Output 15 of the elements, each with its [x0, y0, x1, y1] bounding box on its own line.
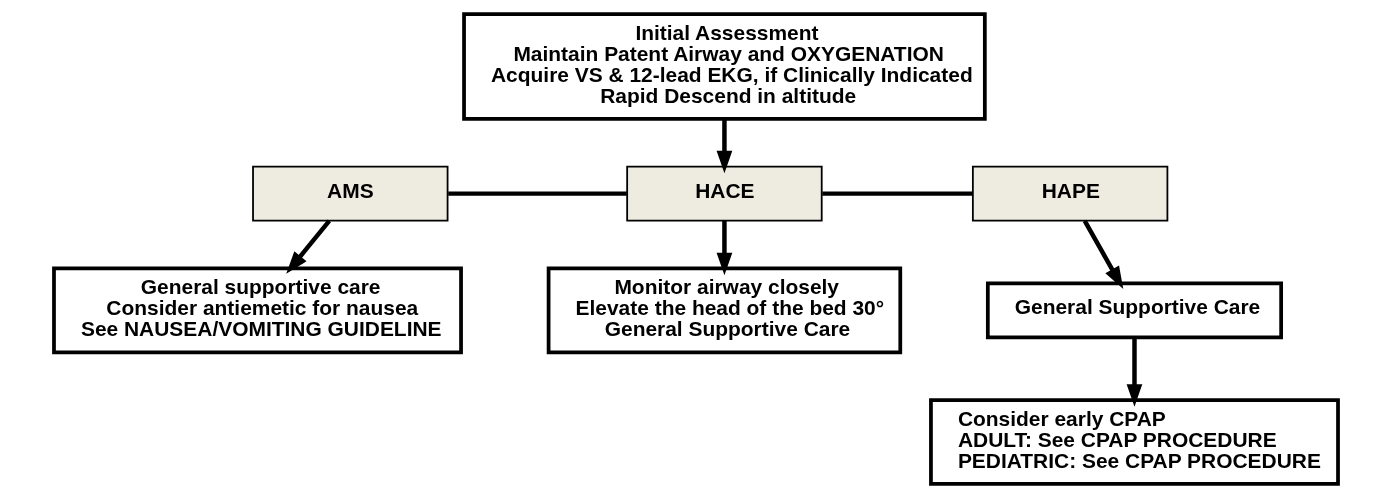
- node-box: Consider early CPAP ADULT: See CPAP PROCEDURE PEDIATRIC: See CPAP PROCEDURE: [928, 398, 1340, 486]
- arrow: [716, 119, 732, 174]
- arrow: [1126, 337, 1142, 407]
- node-box: AMS: [251, 165, 448, 222]
- node-box: HAPE: [971, 165, 1168, 222]
- node-box: Initial Assessment Maintain Patent Airway and OXYGENATION Acquire VS & 12-lead EKG, if Clinically Indicated Rapid Descend in altitude: [461, 12, 987, 121]
- arrow: [1082, 219, 1123, 290]
- node-box: Monitor airway closely Elevate the head of the bed 30° General Supportive Care: [546, 266, 902, 355]
- node-box: HACE: [625, 165, 823, 222]
- connector: [821, 191, 973, 196]
- node-box: General Supportive Care: [985, 281, 1283, 340]
- node-box: General supportive care Consider antiemetic for nausea See NAUSEA/VOMITING GUIDELINE: [51, 266, 463, 355]
- connector: [447, 191, 627, 196]
- arrow: [285, 219, 331, 274]
- arrow: [716, 220, 732, 276]
